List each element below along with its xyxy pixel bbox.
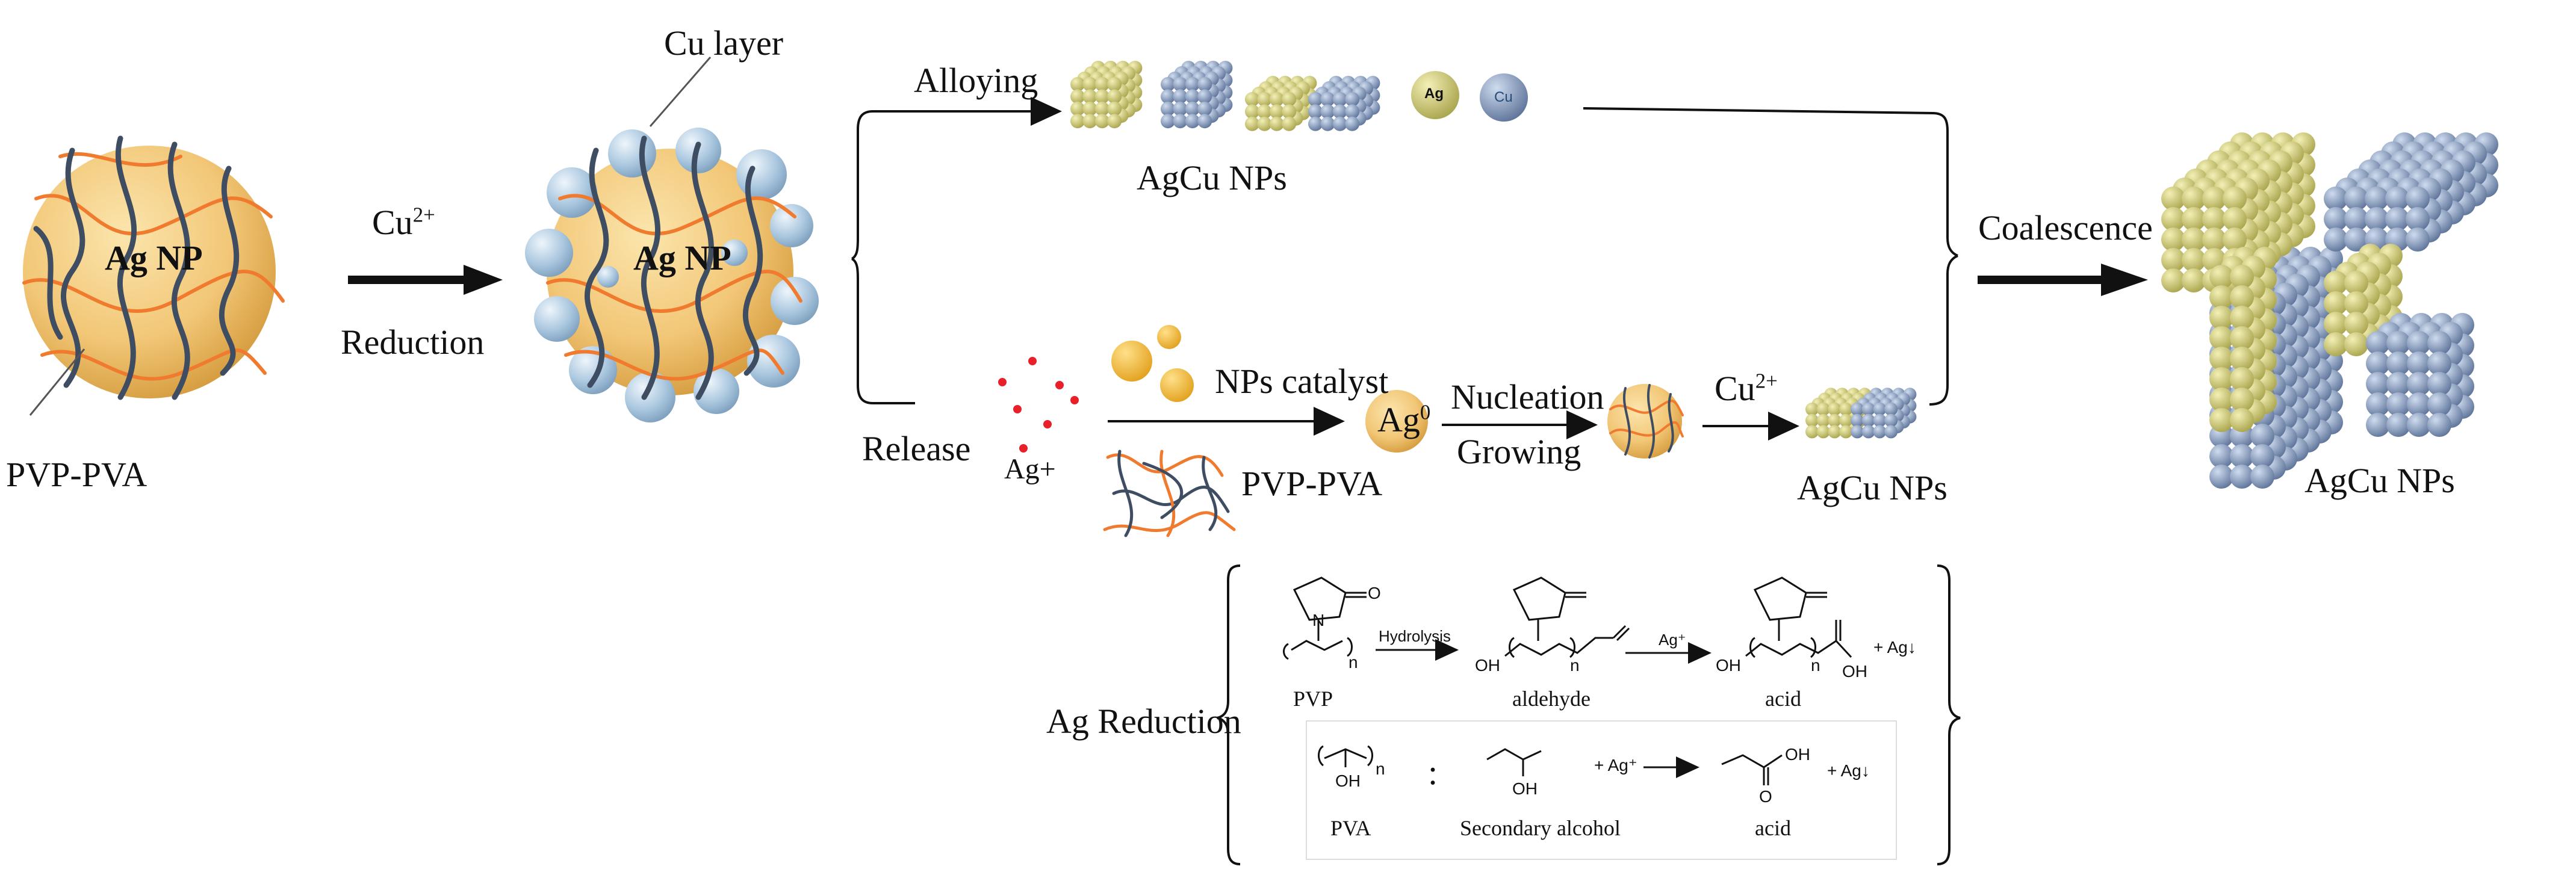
final-cube-left-yellow [2209,247,2277,432]
upper-cube-blue [1161,61,1233,129]
growing-particle [1607,384,1684,459]
ag-plus-reagent-2: + Ag⁺ [1594,756,1637,774]
acid-label-1: acid [1765,687,1801,711]
pva-label: PVA [1330,816,1371,840]
upper-cube-yellow-2 [1245,76,1317,131]
aldehyde-label: aldehyde [1512,687,1591,711]
coalescence-arrow [1978,264,2148,296]
cu-symbol-lower: Cu [1715,369,1755,408]
acid-oh-2: OH [1842,662,1867,681]
aldehyde-oh: OH [1475,656,1500,675]
left-particle-label: Ag NP [105,238,203,277]
growing-label: Growing [1457,432,1581,471]
reduction-label: Reduction [341,323,485,362]
pvp-pva-tangle-icon [1103,450,1236,537]
final-agcu-label: AgCu NPs [2304,461,2455,500]
coalescence-label: Coalescence [1978,208,2153,247]
acid-oh-1: OH [1716,656,1741,675]
secondary-alcohol-label: Secondary alcohol [1460,816,1621,840]
ag-ion-cluster [998,357,1079,453]
upper-cube-yellow [1070,61,1143,129]
cu-ball [1480,73,1528,122]
ag-reduction-brace-left [1217,564,1241,865]
acid-structure [1745,577,1852,658]
pvp-structure [1283,577,1367,660]
hydrolysis-label: Hydrolysis [1379,627,1451,645]
pvp-n-sub: n [1349,653,1358,672]
pva-structure [1318,745,1373,767]
pvp-pva-label-left: PVP-PVA [6,455,147,494]
ag0-atom [1365,390,1428,453]
ag0-charge: 0 [1420,400,1431,424]
cu-layer-label: Cu layer [664,23,784,63]
pva-n-sub: n [1376,759,1385,778]
ag-ball [1411,71,1459,119]
pva-acid-o: O [1759,787,1772,806]
ag-ball-label: Ag [1424,85,1444,102]
acid-label-2: acid [1755,816,1791,840]
pvp-label: PVP [1293,687,1333,711]
cu-charge: 2+ [412,203,435,227]
pva-oh: OH [1335,771,1361,790]
ag-reduction-brace-right [1937,564,1961,865]
cu-charge-lower: 2+ [1755,369,1778,393]
pvp-pva-label-lower: PVP-PVA [1241,464,1383,503]
ag-nanoparticle-cu-coated [525,128,819,422]
pvp-n-atom: N [1312,611,1325,629]
pva-reaction-frame [1306,720,1897,860]
ag-plus-arrow-label-1: Ag⁺ [1659,631,1686,649]
nps-catalyst-label: NPs catalyst [1215,362,1389,401]
final-cube-top-blue [2324,132,2498,252]
merge-brace [1583,107,1958,406]
ag-precipitate-1: + Ag↓ [1873,638,1916,657]
upper-agcu-label: AgCu NPs [1137,158,1287,197]
aldehyde-structure [1504,577,1630,658]
aldehyde-n-sub: n [1570,656,1580,675]
polymer-pointer-line [29,348,85,416]
ag0-symbol: Ag [1377,400,1420,439]
release-label: Release [862,429,971,468]
agcu-np-final-cube [2161,132,2498,489]
cu-symbol: Cu [372,203,413,242]
agcu-np-cube-upper [1070,61,1380,131]
alloying-label: Alloying [914,61,1038,100]
pvp-o-atom: O [1368,584,1381,602]
alcohol-oh: OH [1512,779,1538,798]
secondary-alcohol-structure [1486,748,1542,776]
upper-cube-blue-2 [1308,76,1380,131]
cu-ball-label: Cu [1494,89,1513,105]
ag-reduction-label: Ag Reduction [1046,702,1241,741]
acid-n-sub: n [1811,656,1820,675]
final-cube-front-blue [2366,313,2474,437]
agcu-np-cube-lower [1805,388,1917,439]
nucleation-label: Nucleation [1451,377,1604,416]
cu2-plus-lower-label: Cu2+ [1715,368,1778,409]
cu2-plus-label: Cu2+ [372,202,435,243]
nps-catalyst-icon [1111,325,1194,402]
lower-agcu-label: AgCu NPs [1797,468,1948,507]
ag-nanoparticle-left [22,135,285,400]
ag-plus-label: Ag+ [1004,453,1056,485]
ag0-label: Ag0 [1377,400,1430,440]
cu-layer-pointer-line [649,57,712,127]
pva-acid-oh: OH [1785,745,1810,764]
pva-acid-structure [1721,754,1783,785]
reduction-arrow [348,265,503,295]
branch-brace [851,110,1038,404]
final-cube-top-yellow [2161,132,2315,292]
middle-particle-label: Ag NP [633,238,731,277]
cu-shell-spheres [525,128,819,422]
pva-colon: : [1428,753,1438,792]
lower-cube-blue [1851,388,1917,439]
ag-precipitate-2: + Ag↓ [1827,761,1870,780]
pvp-pva-chains [22,135,285,400]
final-cube-step-yellow [2324,244,2403,356]
